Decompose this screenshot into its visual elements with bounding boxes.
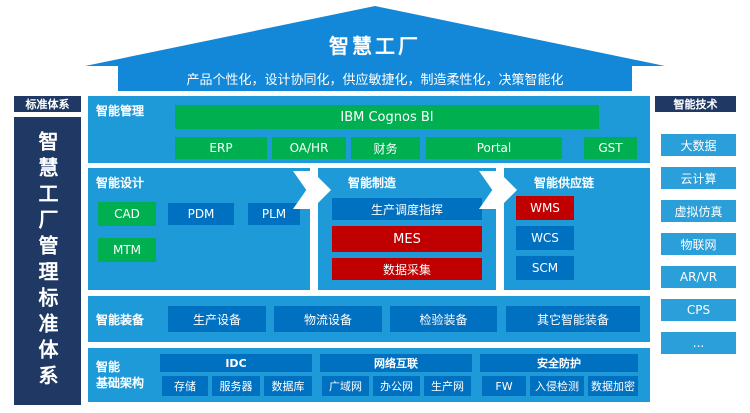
- group-header-network: 网络互联: [320, 354, 472, 372]
- box-server: 服务器: [212, 376, 260, 396]
- roof-title: 智慧工厂: [329, 34, 421, 58]
- tech-item-simulation: 虚拟仿真: [661, 200, 736, 222]
- box-logistics-equipment: 物流设备: [274, 306, 382, 332]
- flow-arrow-icon: [479, 170, 517, 210]
- tech-item-more: ...: [661, 332, 736, 354]
- box-firewall: FW: [482, 376, 526, 396]
- standards-pillar: 智慧工厂管理标准体系: [14, 117, 81, 405]
- tech-item-iot: 物联网: [661, 233, 736, 255]
- section-design: 智能设计 CAD PDM PLM MTM: [88, 168, 310, 290]
- box-oa-hr: OA/HR: [272, 137, 346, 159]
- section-equipment: 智能装备 生产设备 物流设备 检验装备 其它智能装备: [88, 296, 650, 342]
- box-storage: 存储: [162, 376, 208, 396]
- box-other-smart-equipment: 其它智能装备: [506, 306, 640, 332]
- box-erp: ERP: [175, 137, 267, 159]
- group-header-security: 安全防护: [480, 354, 638, 372]
- section-design-label: 智能设计: [96, 176, 145, 190]
- box-inspection-equipment: 检验装备: [390, 306, 497, 332]
- tech-item-cloud: 云计算: [661, 167, 736, 189]
- section-infrastructure: 智能 基础架构 IDC 存储 服务器 数据库 网络互联 广域网 办公网 生产网 …: [88, 348, 650, 402]
- section-equipment-label: 智能装备: [96, 313, 145, 327]
- section-supply-chain: 智能供应链 WMS WCS SCM: [504, 168, 650, 290]
- box-wms: WMS: [516, 196, 574, 220]
- standards-pillar-text: 智慧工厂管理标准体系: [35, 131, 59, 391]
- group-header-idc: IDC: [160, 354, 312, 372]
- box-wcs: WCS: [516, 226, 574, 250]
- box-cad: CAD: [98, 202, 156, 226]
- infrastructure-label-line1: 智能: [96, 360, 121, 374]
- box-finance: 财务: [351, 137, 420, 159]
- box-production-equipment: 生产设备: [168, 306, 266, 332]
- box-portal: Portal: [426, 137, 562, 159]
- roof-slogan: 产品个性化，设计协同化，供应敏捷化，制造柔性化，决策智能化: [118, 66, 632, 91]
- box-office-network: 办公网: [373, 376, 420, 396]
- box-ibm-cognos-bi: IBM Cognos BI: [175, 105, 599, 129]
- box-data-collection: 数据采集: [332, 258, 482, 280]
- section-infrastructure-label: 智能 基础架构: [96, 360, 144, 391]
- box-pdm: PDM: [168, 203, 234, 225]
- section-management-label: 智能管理: [96, 104, 145, 118]
- box-plm: PLM: [248, 203, 300, 225]
- box-production-network: 生产网: [424, 376, 471, 396]
- tech-item-bigdata: 大数据: [661, 134, 736, 156]
- section-supply-chain-label: 智能供应链: [534, 176, 595, 190]
- infrastructure-label-line2: 基础架构: [96, 375, 145, 390]
- tech-item-cps: CPS: [661, 299, 736, 321]
- box-intrusion-detection: 入侵检测: [530, 376, 584, 396]
- box-mtm: MTM: [98, 238, 156, 262]
- box-scm: SCM: [516, 256, 574, 280]
- box-data-encryption: 数据加密: [588, 376, 638, 396]
- tech-header: 智能技术: [655, 96, 736, 112]
- box-database: 数据库: [264, 376, 312, 396]
- section-manufacturing-label: 智能制造: [348, 176, 397, 190]
- box-production-dispatch: 生产调度指挥: [332, 198, 482, 220]
- section-management: 智能管理 IBM Cognos BI ERP OA/HR 财务 Portal G…: [88, 96, 650, 163]
- box-mes: MES: [332, 226, 482, 252]
- tech-item-arvr: AR/VR: [661, 266, 736, 288]
- box-gst: GST: [584, 137, 637, 159]
- standards-header: 标准体系: [14, 96, 81, 112]
- box-wan: 广域网: [322, 376, 369, 396]
- section-manufacturing: 智能制造 生产调度指挥 MES 数据采集: [318, 168, 496, 290]
- flow-arrow-icon: [293, 170, 331, 210]
